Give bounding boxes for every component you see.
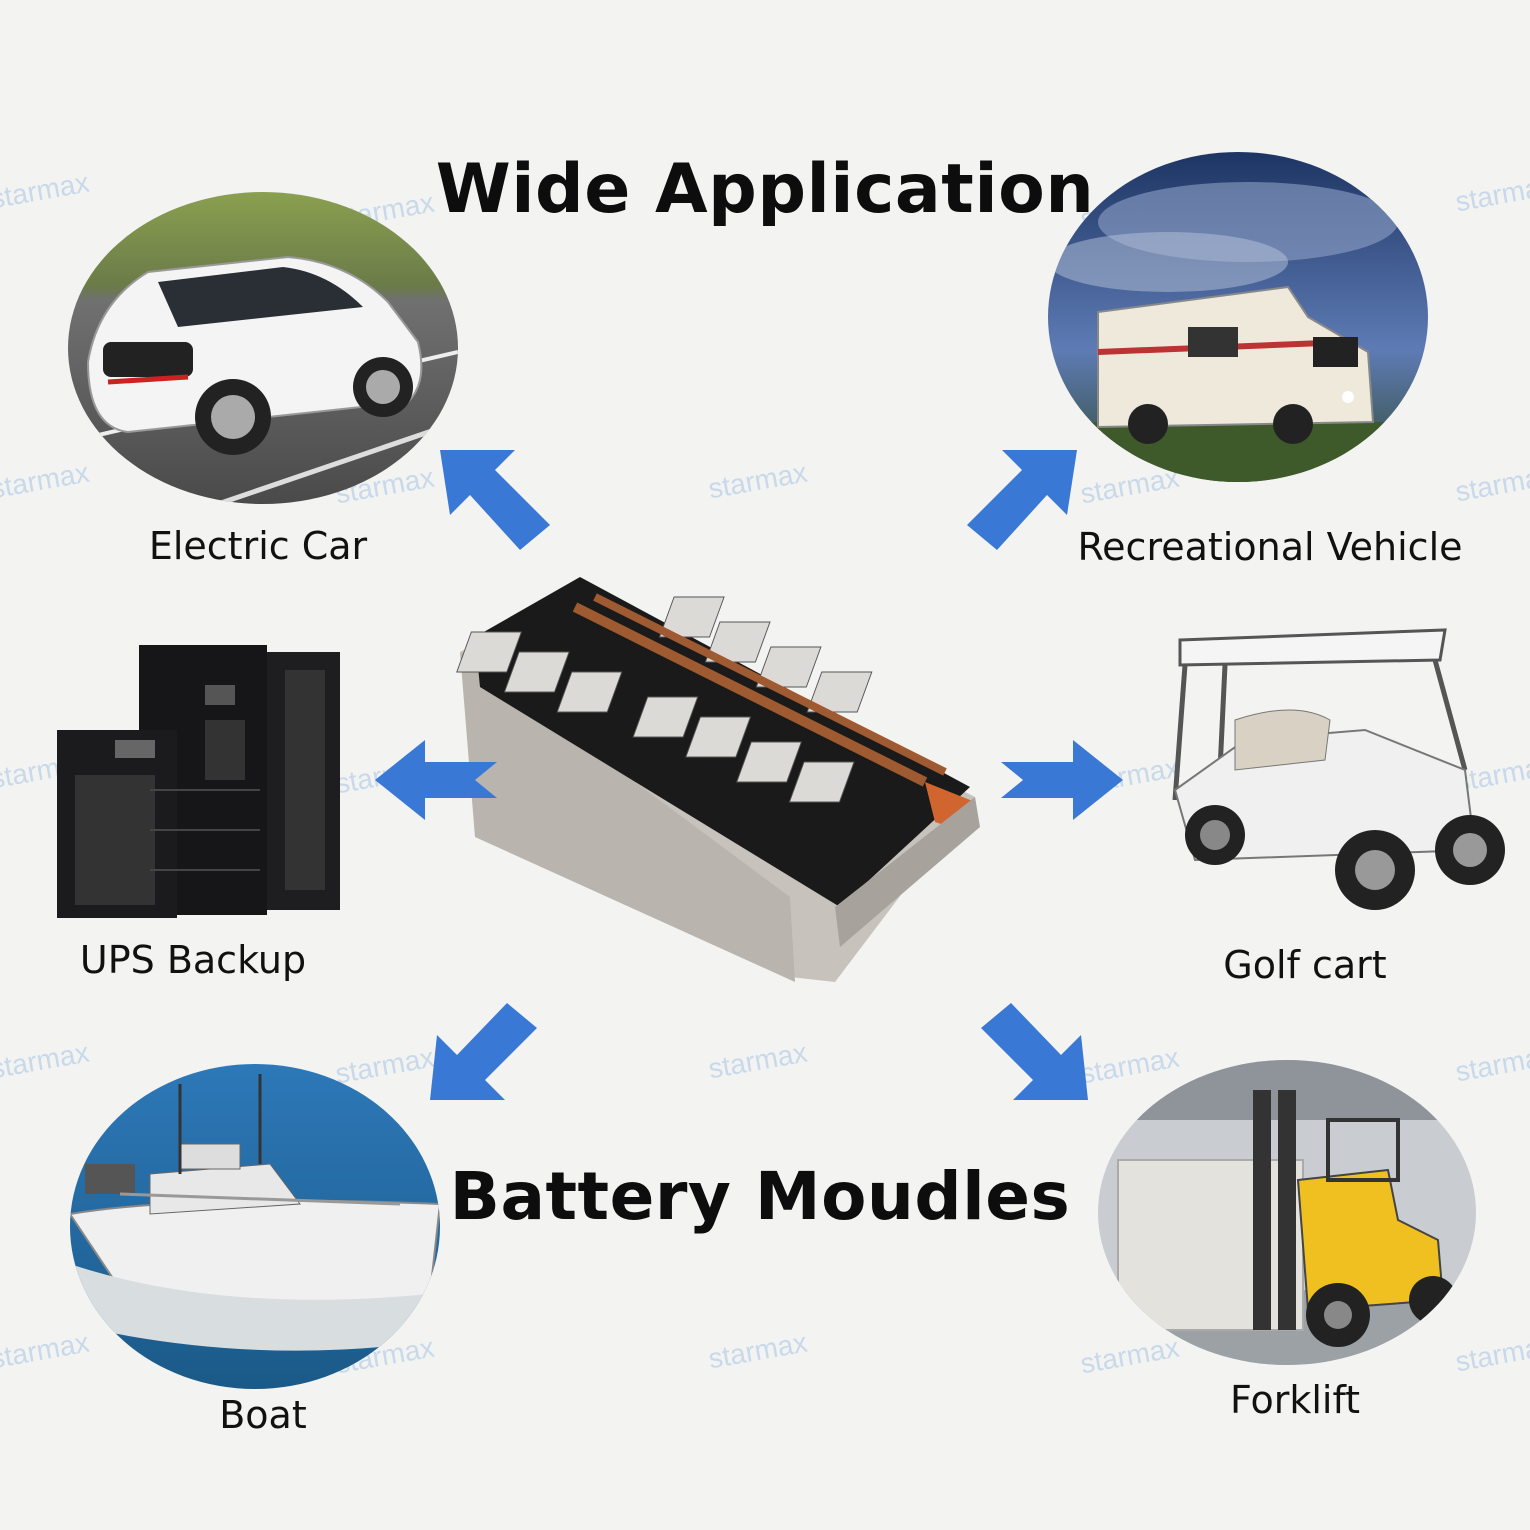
application-label: Golf cart: [1223, 943, 1387, 987]
page-title: Wide Application: [435, 150, 1095, 229]
arrow-down-right-icon: [978, 1000, 1093, 1105]
watermark: starmax: [705, 1036, 810, 1085]
subtitle: Battery Moudles: [449, 1158, 1071, 1235]
watermark: starmax: [1452, 1329, 1530, 1378]
watermark: starmax: [1077, 1331, 1182, 1380]
watermark: starmax: [1452, 459, 1530, 508]
watermark: starmax: [0, 456, 92, 505]
application-label: Recreational Vehicle: [1077, 525, 1463, 569]
battery-module-image: [455, 567, 985, 987]
forklift-image: [1098, 1060, 1476, 1365]
watermark: starmax: [0, 1326, 92, 1375]
watermark: starmax: [332, 1041, 437, 1090]
application-label: Boat: [219, 1393, 307, 1437]
application-label: Electric Car: [148, 524, 368, 568]
boat-image: [70, 1064, 440, 1389]
arrow-down-left-icon: [425, 1000, 540, 1105]
watermark: starmax: [1077, 1041, 1182, 1090]
application-label: UPS Backup: [79, 938, 307, 982]
watermark: starmax: [0, 1036, 92, 1085]
watermark: starmax: [1452, 1039, 1530, 1088]
application-label: Forklift: [1229, 1378, 1361, 1422]
arrow-up-left-icon: [440, 445, 555, 555]
watermark: starmax: [705, 456, 810, 505]
ups-image: [55, 640, 345, 920]
watermark: starmax: [705, 1326, 810, 1375]
arrow-left-icon: [375, 740, 500, 820]
rv-image: [1048, 152, 1428, 482]
arrow-right-icon: [998, 740, 1123, 820]
electric-car-image: [68, 192, 458, 504]
golf-cart-image: [1165, 620, 1510, 930]
arrow-up-right-icon: [965, 445, 1080, 555]
